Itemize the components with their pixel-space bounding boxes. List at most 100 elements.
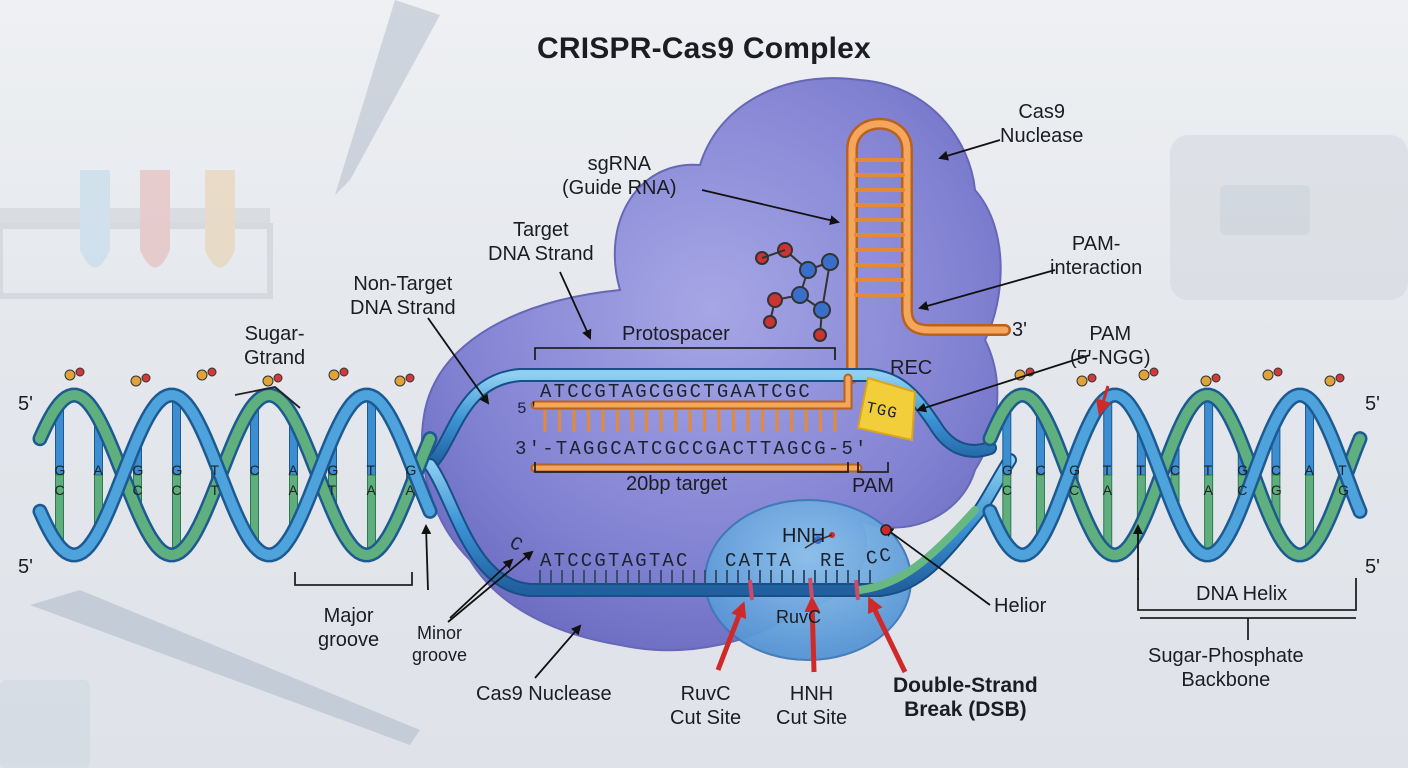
phosphate-group-icon <box>328 369 340 381</box>
label-line: Major <box>323 605 374 627</box>
base-letter: T <box>1102 462 1112 478</box>
end-right-top: 5' <box>1365 393 1380 415</box>
base-letter: G <box>1237 462 1249 478</box>
base-letter: G <box>171 462 183 478</box>
label-line: Break (DSB) <box>904 698 1027 721</box>
centrifuge-icon <box>1170 135 1408 300</box>
dna-bubble <box>423 368 1017 597</box>
seq-lower-left: ATCCGTAGTAC <box>540 550 690 572</box>
label-line: HNH <box>789 683 834 705</box>
base-letter: G <box>132 462 144 478</box>
label-rna-3prime: 3' <box>1012 319 1027 341</box>
base-letter: T <box>327 482 337 498</box>
label-hnh-domain: HNH <box>782 525 826 547</box>
dna-helix-right <box>982 367 1368 563</box>
target-bracket <box>534 462 849 473</box>
phosphate-group-icon <box>1149 367 1159 377</box>
seq-lower-mid: CATTA <box>725 550 794 572</box>
base-letter: T <box>210 482 220 498</box>
base-letter: A <box>93 462 103 478</box>
end-left-bottom: 5' <box>18 556 33 578</box>
base-letter: G <box>54 462 66 478</box>
base-letter: G <box>327 462 339 478</box>
base-letter: G <box>1069 462 1080 478</box>
base-letter: A <box>1102 482 1113 498</box>
brackets <box>234 347 1357 640</box>
seq-target-bottom: 3'-TAGGCATCGCCGACTTAGCG-5' <box>515 438 869 460</box>
cut-marks <box>748 577 860 601</box>
label-sugar-strand: Sugar-Gtrand <box>244 322 305 370</box>
phosphate-group-icon <box>196 369 208 381</box>
backbone-strand <box>35 390 435 560</box>
phosphate-group-icon <box>141 373 151 383</box>
base-letter: A <box>288 482 298 498</box>
label-line: Target <box>513 219 569 241</box>
base-letter: A <box>366 482 376 498</box>
base-letter: T <box>366 462 376 478</box>
label-ruvc-domain: RuvC <box>776 607 822 627</box>
label-line: PAM <box>1089 323 1132 345</box>
base-letter: G <box>1270 482 1282 498</box>
label-line: Cut Site <box>776 707 848 729</box>
phosphate-group-icon <box>1273 367 1283 377</box>
phosphate-group-icon <box>1087 373 1097 383</box>
base-letter: G <box>1338 482 1350 498</box>
phosphate-group-icon <box>75 367 85 377</box>
phosphate-group-icon <box>207 367 217 377</box>
base-letter: A <box>405 482 415 498</box>
label-line: Backbone <box>1181 669 1271 691</box>
phosphate-group-icon <box>1200 375 1212 387</box>
label-dna-helix: DNA Helix <box>1196 583 1288 605</box>
base-letter: C <box>1035 462 1046 478</box>
base-letter: A <box>1203 482 1213 498</box>
pam-highlight <box>856 376 917 442</box>
pipette-icon <box>30 590 420 745</box>
molecule-icon <box>755 242 839 342</box>
phosphate-group-icon <box>130 375 142 387</box>
base-letter: T <box>210 462 220 478</box>
page-title: CRISPR-Cas9 Complex <box>537 32 871 65</box>
base-letter: G <box>1001 462 1013 478</box>
backbone-strand <box>985 390 1365 560</box>
seq-target-top: ATCCGTAGCGGCTGAATCGC <box>540 381 813 403</box>
pipette-icon <box>335 0 440 195</box>
label-line: Sugar- <box>244 323 305 345</box>
label-line: Sugar-Phosphate <box>1148 645 1304 667</box>
backbone-bracket <box>1140 617 1356 640</box>
dna-helix-left <box>32 367 438 563</box>
label-line: DNA Strand <box>488 243 594 265</box>
base-letter: C <box>1069 482 1080 498</box>
test-tube-icon <box>205 170 235 268</box>
phosphate-group-icon <box>1138 369 1150 381</box>
label-helior: Helior <box>994 595 1047 617</box>
phosphate-group-icon <box>1324 375 1336 387</box>
phosphate-group-icon <box>405 373 415 383</box>
tube-rack-top <box>0 208 270 226</box>
base-letter: C <box>54 482 65 498</box>
seq-top-5prime: 5' <box>517 400 541 418</box>
leader-arrows <box>421 139 1143 679</box>
base-letter: T <box>1338 462 1347 478</box>
seq-lower-cc: CC <box>864 543 895 571</box>
label-line: interaction <box>1050 257 1143 279</box>
lower-strand-ticks <box>539 570 871 584</box>
base-letter: T <box>1136 462 1145 478</box>
end-left-top: 5' <box>18 393 33 415</box>
phosphate-group-icon <box>1335 373 1345 383</box>
sgrna-hairpin <box>846 117 1011 384</box>
label-sgrna: sgRNA(Guide RNA) <box>562 152 676 200</box>
base-letter: C <box>249 462 260 478</box>
tube-rack-frame <box>0 223 273 299</box>
major-groove-bracket <box>294 572 413 586</box>
base-letter: A <box>288 462 298 478</box>
label-line: groove <box>412 645 468 665</box>
label-pam-ngg: PAM(5'-NGG) <box>1070 322 1150 370</box>
base-letter: C <box>1170 462 1181 478</box>
